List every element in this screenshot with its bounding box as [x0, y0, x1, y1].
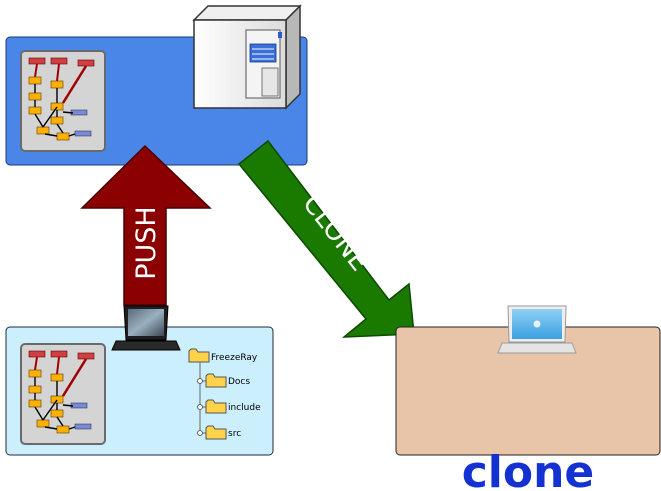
tree-root-label: FreezeRay: [211, 353, 258, 363]
clone-caption: clone: [462, 447, 595, 491]
tree-item-src: src: [228, 429, 241, 439]
tree-item-include: include: [228, 403, 261, 413]
server-icon: [192, 4, 302, 110]
tree-item-docs: Docs: [228, 377, 250, 387]
push-arrow: PUSH: [80, 144, 212, 306]
laptop-icon: [111, 305, 181, 351]
remote-commit-graph-icon: [19, 49, 107, 153]
folder-tree: FreezeRay Docs include src: [188, 348, 261, 440]
clone-arrow: CLONE: [237, 139, 415, 338]
macbook-icon: [497, 305, 577, 354]
local-commit-graph-icon: [19, 342, 107, 446]
push-label: PUSH: [131, 206, 162, 280]
